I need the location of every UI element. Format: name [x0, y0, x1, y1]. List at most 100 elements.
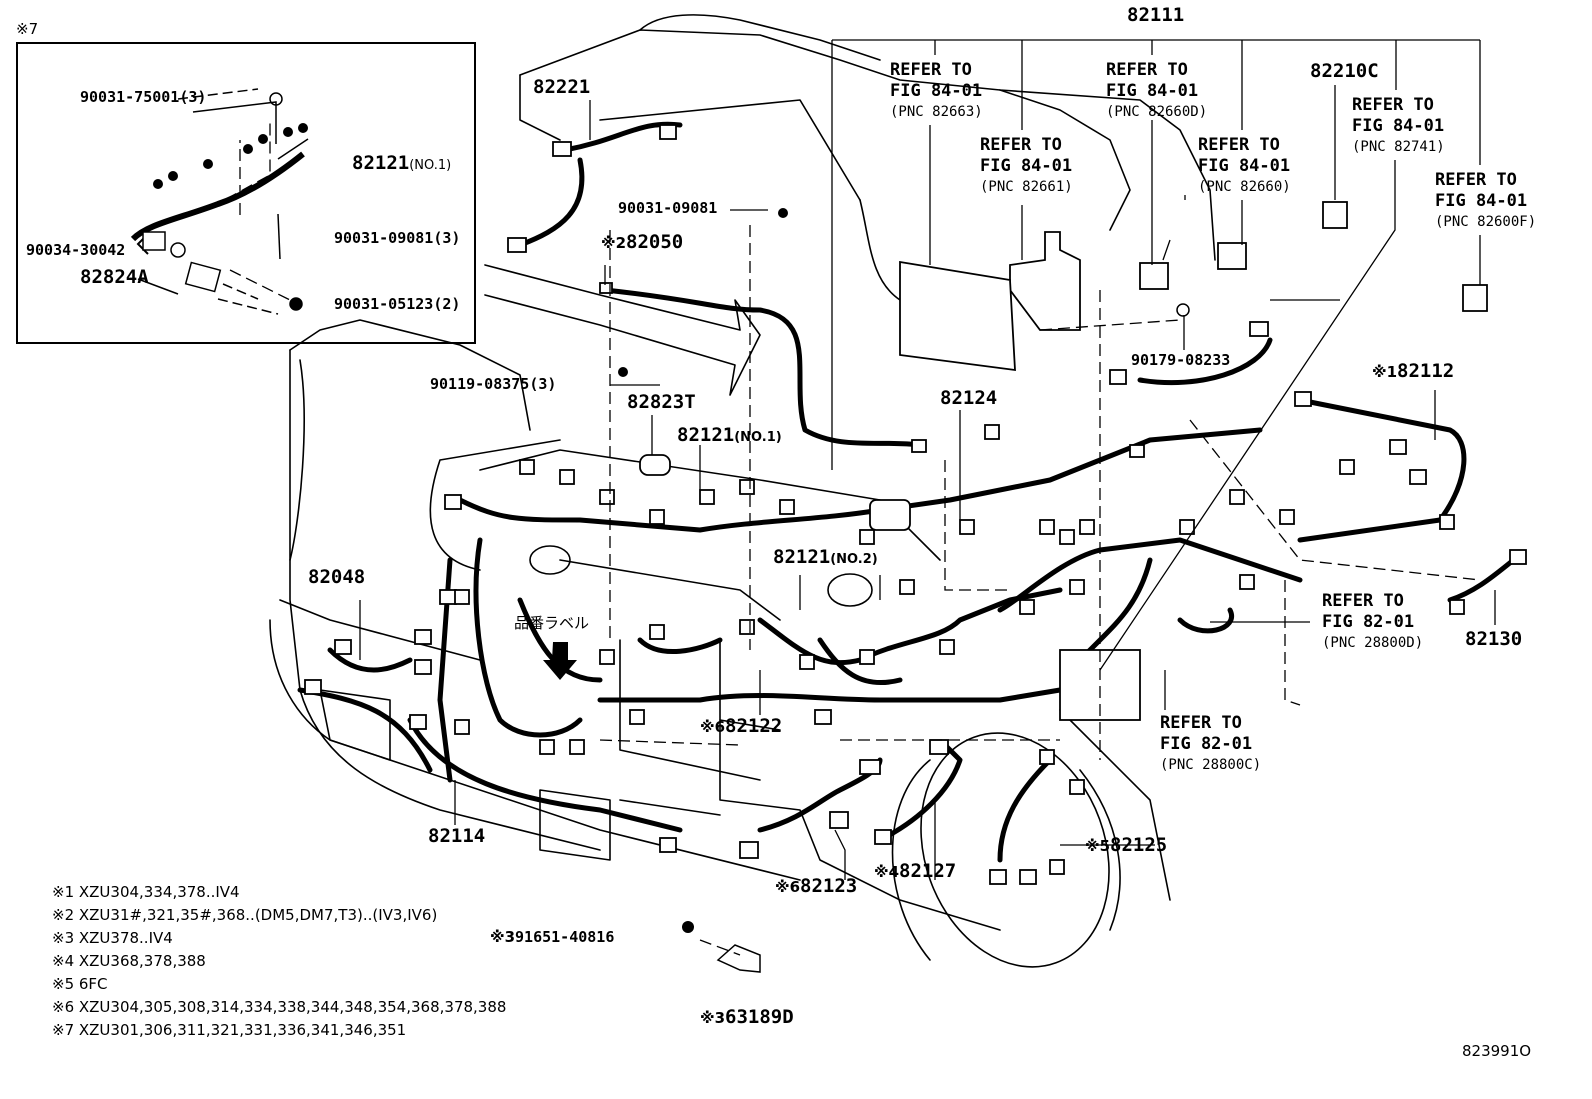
refer-82600F-pnc: (PNC 82600F)	[1435, 214, 1537, 230]
part-82114[interactable]: 82114	[428, 825, 486, 847]
part-82122[interactable]: ※682122	[700, 717, 782, 736]
part-63189D[interactable]: ※363189D	[700, 1008, 794, 1027]
note-marker-6a: ※6	[700, 718, 726, 736]
footnote-3: ※3 XZU378..IV4	[52, 929, 173, 947]
footnote-2: ※2 XZU31#,321,35#,368..(DM5,DM7,T3)..(IV…	[52, 906, 438, 924]
footnote-4: ※4 XZU368,378,388	[52, 952, 206, 970]
label-pointer-arrow	[543, 642, 577, 680]
inset-part-90034-30042[interactable]: 90034-30042	[26, 241, 126, 259]
refer-28800C-line1: REFER TO	[1160, 713, 1242, 733]
part-82112[interactable]: ※182112	[1372, 362, 1454, 381]
refer-82741-line2: FIG 84-01	[1352, 116, 1445, 136]
part-82130[interactable]: 82130	[1465, 628, 1523, 650]
refer-28800D-line2: FIG 82-01	[1322, 612, 1415, 632]
inset-part-90031-05123[interactable]: 90031-05123(2)	[334, 295, 461, 313]
part-91651-40816[interactable]: ※391651-40816	[490, 930, 614, 945]
refer-82661-pnc: (PNC 82661)	[980, 179, 1073, 195]
inset-part-82121-number: 82121	[352, 152, 410, 174]
illustration-code: 823991O	[1462, 1042, 1532, 1060]
cab-outline	[269, 14, 1216, 931]
part-90031-09081[interactable]: 90031-09081	[618, 199, 718, 217]
refer-28800D-pnc: (PNC 28800D)	[1322, 635, 1424, 651]
note-marker-4: ※4	[874, 863, 900, 881]
refer-82600F-line2: FIG 84-01	[1435, 191, 1528, 211]
inset-part-82824A[interactable]: 82824A	[80, 266, 149, 288]
refer-82660-pnc: (PNC 82660)	[1198, 179, 1291, 195]
part-82121-no1-suffix: (NO.1)	[734, 430, 782, 445]
part-91651-40816-number: 91651-40816	[515, 928, 615, 946]
note-marker-5: ※5	[1085, 837, 1111, 855]
part-82124[interactable]: 82124	[940, 387, 998, 409]
part-82125[interactable]: ※582125	[1085, 836, 1167, 855]
part-82823T[interactable]: 82823T	[627, 391, 696, 413]
refer-28800D-line1: REFER TO	[1322, 591, 1404, 611]
refer-82660D-line2: FIG 84-01	[1106, 81, 1199, 101]
part-82121-no2-suffix: (NO.2)	[830, 552, 878, 567]
engine-outline	[479, 449, 941, 781]
leader-lines	[359, 39, 1496, 880]
refer-82660D-line1: REFER TO	[1106, 60, 1188, 80]
inset-part-90031-09081[interactable]: 90031-09081(3)	[334, 229, 461, 247]
part-number-label-jp: 品番ラベル	[514, 614, 590, 632]
part-82221[interactable]: 82221	[533, 76, 591, 98]
part-82123[interactable]: ※682123	[775, 877, 857, 896]
note-marker-2: ※2	[601, 234, 627, 252]
part-82210C[interactable]: 82210C	[1310, 60, 1379, 82]
part-90179-08233[interactable]: 90179-08233	[1131, 351, 1231, 369]
refer-82600F-line1: REFER TO	[1435, 170, 1517, 190]
refer-82663-line1: REFER TO	[890, 60, 972, 80]
refer-82661-line1: REFER TO	[980, 135, 1062, 155]
fasteners	[618, 208, 1190, 933]
part-82121-no1[interactable]: 82121(NO.1)	[677, 426, 782, 445]
refer-82663-pnc: (PNC 82663)	[890, 104, 983, 120]
footnote-7: ※7 XZU301,306,311,321,331,336,341,346,35…	[52, 1021, 407, 1039]
refer-82741-pnc: (PNC 82741)	[1352, 139, 1445, 155]
refer-82660D-pnc: (PNC 82660D)	[1106, 104, 1208, 120]
note-marker-1: ※1	[1372, 363, 1398, 381]
part-82048[interactable]: 82048	[308, 566, 366, 588]
harness-wires	[297, 121, 1523, 863]
footnote-6: ※6 XZU304,305,308,314,334,338,344,348,35…	[52, 998, 507, 1016]
refer-82661-line2: FIG 84-01	[980, 156, 1073, 176]
inset-part-90031-75001[interactable]: 90031-75001(3)	[80, 88, 207, 106]
part-90119-08375[interactable]: 90119-08375(3)	[430, 375, 557, 393]
part-82121-no2[interactable]: 82121(NO.2)	[773, 548, 878, 567]
part-82122-number: 82122	[725, 715, 783, 737]
part-82050[interactable]: ※282050	[601, 233, 683, 252]
bracket-part	[716, 944, 761, 973]
part-82111[interactable]: 82111	[1127, 4, 1185, 26]
refer-82660-line2: FIG 84-01	[1198, 156, 1291, 176]
wheel-outline	[891, 709, 1171, 968]
part-63189D-number: 63189D	[725, 1006, 794, 1028]
inset-part-82121[interactable]: 82121(NO.1)	[352, 154, 451, 173]
part-82127[interactable]: ※482127	[874, 862, 956, 881]
note-marker-3a: ※3	[490, 928, 516, 946]
note-marker-3b: ※3	[700, 1009, 726, 1027]
refer-82741-line1: REFER TO	[1352, 95, 1434, 115]
part-82127-number: 82127	[899, 860, 957, 882]
footnote-1: ※1 XZU304,334,378..IV4	[52, 883, 240, 901]
direction-arrow	[484, 264, 761, 396]
part-82125-number: 82125	[1110, 834, 1168, 856]
connectors	[304, 124, 1527, 885]
refer-28800C-pnc: (PNC 28800C)	[1160, 757, 1262, 773]
refer-82663-line2: FIG 84-01	[890, 81, 983, 101]
refer-28800C-line2: FIG 82-01	[1160, 734, 1253, 754]
footnote-5: ※5 6FC	[52, 975, 108, 993]
part-82050-number: 82050	[626, 231, 684, 253]
part-82121-no2-number: 82121	[773, 546, 831, 568]
refer-82660-line1: REFER TO	[1198, 135, 1280, 155]
part-82112-number: 82112	[1397, 360, 1455, 382]
inset-marker: ※7	[16, 20, 39, 38]
part-82123-number: 82123	[800, 875, 858, 897]
note-marker-6b: ※6	[775, 878, 801, 896]
